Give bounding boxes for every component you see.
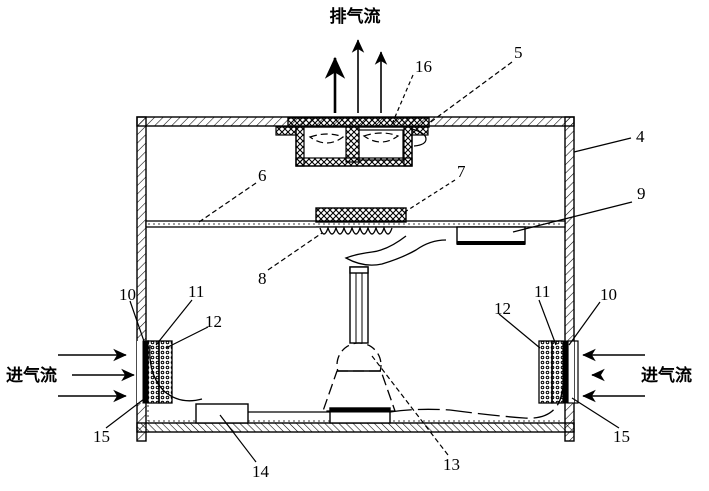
control-box (456, 226, 526, 245)
callout-15-left: 15 (93, 427, 110, 446)
callout-13: 13 (443, 455, 460, 474)
uv-lamp-assembly (322, 266, 396, 424)
right-inflow-arrows (582, 348, 645, 403)
base-equipment-box (195, 403, 249, 424)
exhaust-flow-label: 排气流 (330, 6, 381, 27)
bottom-cabling (149, 343, 566, 419)
callout-11-right: 11 (534, 282, 550, 301)
fan-assembly (275, 117, 430, 167)
exhaust-arrows (324, 39, 388, 113)
callout-10-left: 10 (119, 285, 136, 304)
callout-8: 8 (258, 269, 267, 288)
callout-10-right: 10 (600, 285, 617, 304)
callout-12-left: 12 (205, 312, 222, 331)
leader-lines (105, 61, 633, 463)
fan-outlet-plate (287, 117, 430, 128)
callout-6: 6 (258, 166, 267, 185)
left-inlet-assembly (137, 340, 173, 404)
callout-14: 14 (252, 462, 270, 481)
callout-16: 16 (415, 57, 432, 76)
right-inlet-flow-label: 进气流 (641, 365, 692, 386)
left-inflow-arrows (58, 348, 135, 403)
callout-15-right: 15 (613, 427, 630, 446)
heating-coil-element (316, 225, 406, 235)
filter-block (315, 207, 407, 223)
left-inlet-flow-label: 进气流 (6, 365, 57, 386)
callout-7: 7 (457, 162, 466, 181)
callout-11-left: 11 (188, 282, 204, 301)
callout-9: 9 (637, 184, 646, 203)
right-inlet-assembly (538, 340, 579, 404)
callout-4: 4 (636, 127, 645, 146)
callout-5: 5 (514, 43, 523, 62)
callout-12-right: 12 (494, 299, 511, 318)
filter-and-heater (315, 207, 447, 266)
